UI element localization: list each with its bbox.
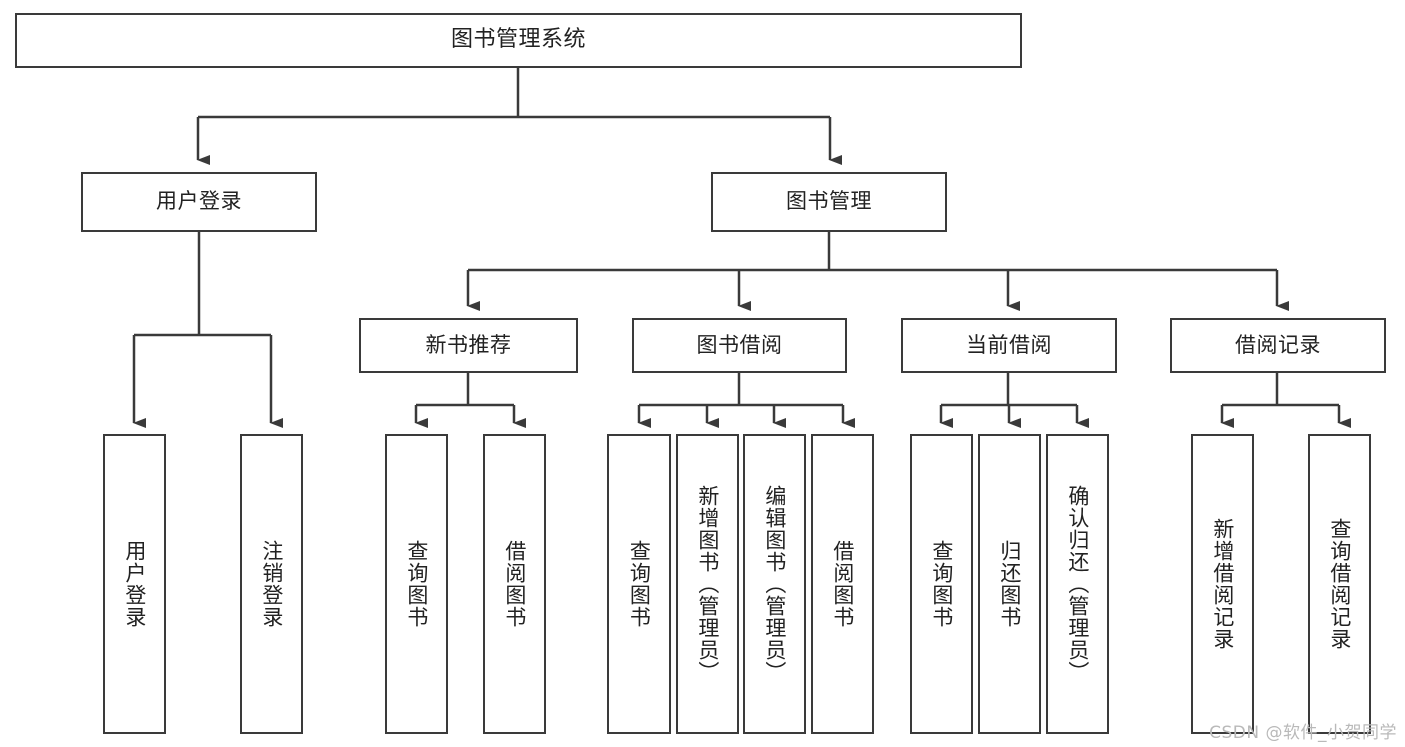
node-label: 查询借阅记录	[1327, 518, 1352, 650]
node-root-system[interactable]: 图书管理系统	[15, 13, 1022, 68]
node-label: 编辑图书（管理员）	[762, 485, 787, 683]
leaf-new-book-query[interactable]: 查询图书	[385, 434, 448, 734]
leaf-book-borrow-edit[interactable]: 编辑图书（管理员）	[743, 434, 806, 734]
node-user-login[interactable]: 用户登录	[81, 172, 317, 232]
node-label: 新增借阅记录	[1210, 518, 1235, 650]
leaf-borrow-record-add[interactable]: 新增借阅记录	[1191, 434, 1254, 734]
node-label: 注销登录	[259, 540, 284, 628]
leaf-borrow-record-query[interactable]: 查询借阅记录	[1308, 434, 1371, 734]
leaf-book-borrow-query[interactable]: 查询图书	[607, 434, 671, 734]
node-label: 当前借阅	[966, 332, 1052, 357]
node-label: 借阅记录	[1235, 332, 1321, 357]
node-label: 查询图书	[404, 540, 429, 628]
node-label: 查询图书	[929, 540, 954, 628]
node-current-borrow[interactable]: 当前借阅	[901, 318, 1117, 373]
leaf-current-borrow-query[interactable]: 查询图书	[910, 434, 973, 734]
node-label: 用户登录	[122, 540, 147, 628]
node-borrow-record[interactable]: 借阅记录	[1170, 318, 1386, 373]
watermark-text: CSDN @软件_小贺同学	[1209, 723, 1397, 743]
node-label: 图书借阅	[696, 332, 783, 357]
node-new-book-recommend[interactable]: 新书推荐	[359, 318, 578, 373]
node-label: 图书管理系统	[450, 27, 586, 53]
leaf-user-login-login[interactable]: 用户登录	[103, 434, 166, 734]
node-label: 查询图书	[627, 540, 652, 628]
leaf-current-borrow-confirm-return[interactable]: 确认归还（管理员）	[1046, 434, 1109, 734]
leaf-new-book-borrow[interactable]: 借阅图书	[483, 434, 546, 734]
node-label: 新书推荐	[425, 332, 512, 357]
node-book-management[interactable]: 图书管理	[711, 172, 947, 232]
leaf-book-borrow-borrow[interactable]: 借阅图书	[811, 434, 874, 734]
leaf-current-borrow-return[interactable]: 归还图书	[978, 434, 1041, 734]
node-book-borrow[interactable]: 图书借阅	[632, 318, 847, 373]
node-label: 借阅图书	[502, 540, 527, 628]
node-label: 新增图书（管理员）	[695, 485, 720, 683]
leaf-book-borrow-add[interactable]: 新增图书（管理员）	[676, 434, 739, 734]
node-label: 图书管理	[786, 189, 872, 214]
leaf-user-login-logout[interactable]: 注销登录	[240, 434, 303, 734]
node-label: 借阅图书	[830, 540, 855, 628]
node-label: 归还图书	[997, 540, 1022, 628]
node-label: 确认归还（管理员）	[1065, 485, 1090, 683]
node-label: 用户登录	[156, 189, 242, 214]
